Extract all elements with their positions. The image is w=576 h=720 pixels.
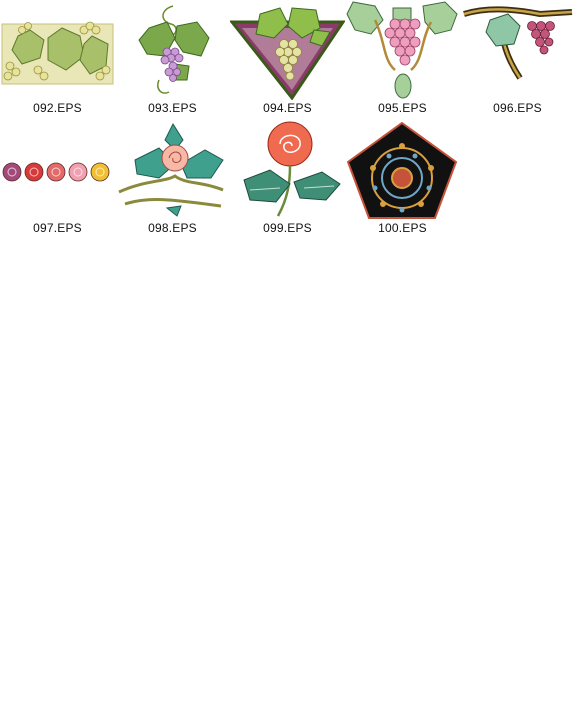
red-rose-icon [230, 120, 345, 220]
grape-leaf-border-icon [0, 0, 115, 100]
grape-cluster-ornament-icon [345, 0, 460, 100]
pentagon-mandala-icon [345, 120, 460, 220]
gallery-item[interactable]: 097.EPS [0, 120, 115, 240]
file-label: 098.EPS [148, 221, 197, 235]
gallery-item[interactable]: 100.EPS [345, 120, 460, 240]
gallery-item[interactable]: 099.EPS [230, 120, 345, 240]
file-label: 094.EPS [263, 101, 312, 115]
grape-vine-icon [115, 0, 230, 100]
grape-triangle-panel-icon [230, 0, 345, 100]
gallery-item[interactable]: 095.EPS [345, 0, 460, 120]
gallery-item[interactable]: 093.EPS [115, 0, 230, 120]
gallery-item[interactable]: 094.EPS [230, 0, 345, 120]
gallery-item[interactable]: 098.EPS [115, 120, 230, 240]
file-label: 092.EPS [33, 101, 82, 115]
file-label: 097.EPS [33, 221, 82, 235]
gallery-item[interactable]: 096.EPS [460, 0, 575, 120]
file-label: 099.EPS [263, 221, 312, 235]
file-label: 093.EPS [148, 101, 197, 115]
file-label: 095.EPS [378, 101, 427, 115]
gallery-item[interactable]: 092.EPS [0, 0, 115, 120]
file-label: 100.EPS [378, 221, 427, 235]
file-label: 096.EPS [493, 101, 542, 115]
rose-row-icon [0, 120, 115, 220]
rose-ribbon-icon [115, 120, 230, 220]
clipart-gallery: 092.EPS 093.EPS [0, 0, 576, 250]
grape-corner-ornament-icon [460, 0, 575, 100]
